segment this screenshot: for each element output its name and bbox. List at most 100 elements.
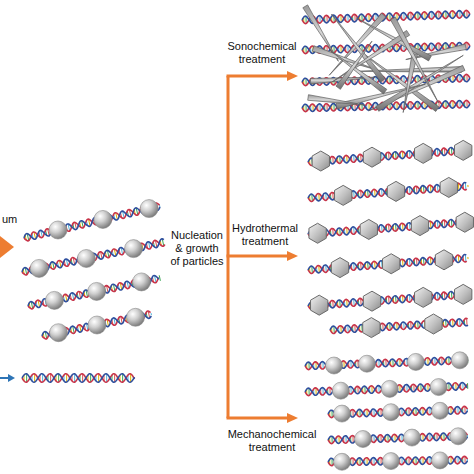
needle-particles [302, 5, 470, 113]
hexagonal-particles [308, 140, 473, 337]
dna-strand [330, 319, 468, 333]
sphere-particle [432, 402, 449, 419]
sphere-particle [133, 273, 151, 291]
hexagon-particle [383, 254, 400, 274]
sphere-particle [326, 357, 343, 374]
hexagon-particle [331, 258, 348, 278]
needle-particle [332, 30, 410, 82]
hexagon-particle [309, 223, 326, 243]
sphere-particle [451, 352, 468, 369]
sphere-particle [334, 453, 351, 470]
base-pair [151, 313, 152, 315]
hexagon-particle [415, 287, 432, 307]
sphere-particle [127, 308, 145, 326]
needle-particle [390, 17, 438, 103]
dna-helix [330, 318, 468, 333]
sphere-particle [381, 380, 398, 397]
hexagon-particle [387, 181, 404, 201]
hexagon-particle [415, 143, 432, 163]
needle-particle [336, 41, 372, 89]
dna-strand [328, 432, 467, 443]
input-arrow [0, 236, 14, 258]
base-pair [159, 275, 160, 281]
hexagon-particle [455, 284, 472, 304]
hexagon-particle [360, 219, 377, 239]
dna-strand [22, 374, 135, 382]
hexagon-particle [411, 216, 428, 236]
treatment-label: Sonochemical treatment [226, 40, 298, 66]
dna-strand [308, 291, 467, 309]
branch-arrow [227, 255, 290, 258]
dna-arrow [0, 377, 9, 379]
dna-helix [328, 432, 467, 444]
sphere-particle [125, 240, 143, 258]
branch-arrow-head [287, 251, 298, 261]
hexagon-particle [456, 212, 473, 232]
hexagon-particle [363, 147, 380, 167]
sphere-particle [432, 452, 449, 469]
sphere-particle [49, 221, 67, 239]
branch-arrow [227, 417, 290, 420]
needle-particle [308, 95, 365, 105]
dna-strand [308, 147, 467, 165]
hexagon-particle [425, 314, 442, 334]
dna-strand [308, 219, 466, 237]
dna-helix [308, 218, 468, 237]
sphere-particle [88, 282, 106, 300]
dna-strand [308, 291, 466, 309]
hexagon-particle [455, 140, 472, 160]
hexagon-particle [363, 318, 380, 338]
sphere-particle [383, 404, 400, 421]
sphere-particle [140, 200, 158, 218]
cut-label: um [2, 213, 42, 226]
treatment-label: Hydrothermal treatment [229, 222, 301, 248]
dna-helix [308, 146, 468, 165]
branch-trunk [227, 76, 230, 418]
dna-helix [24, 203, 160, 241]
dna-helix [22, 374, 135, 383]
sphere-particle [30, 259, 48, 277]
sphere-particle [450, 428, 467, 445]
precursor-cluster [0, 200, 165, 383]
dna-arrow-head [8, 374, 15, 382]
branch-arrow [227, 75, 290, 78]
sphere-particle [77, 250, 95, 268]
dna-strand [308, 147, 466, 165]
sphere-particle [332, 382, 349, 399]
hexagon-particle [435, 250, 452, 270]
sphere-particle [94, 210, 112, 228]
sphere-particle [45, 291, 63, 309]
dna-strand [24, 205, 160, 240]
base-pair [467, 257, 468, 259]
spherical-particles [305, 352, 468, 471]
sphere-particle [358, 355, 375, 372]
dna-strand [22, 374, 135, 382]
dna-strand [330, 318, 468, 333]
sphere-particle [404, 429, 421, 446]
dna-helix [308, 290, 468, 309]
base-pair [467, 185, 468, 187]
branch-arrow-head [287, 71, 298, 81]
hexagon-particle [363, 291, 380, 311]
sphere-particle [383, 453, 400, 470]
hexagon-particle [311, 295, 328, 315]
base-pair [467, 383, 468, 389]
sphere-particle [430, 379, 447, 396]
branch-arrow-head [287, 413, 298, 423]
treatment-label: Mechanochemical treatment [224, 428, 320, 454]
needle-particle [376, 55, 463, 111]
hexagon-particle [440, 177, 457, 197]
hexagon-particle [312, 151, 329, 171]
sphere-particle [407, 353, 424, 370]
sphere-particle [334, 405, 351, 422]
process-label: Nucleation & growth of particles [170, 229, 224, 268]
sphere-particle [50, 324, 68, 342]
sphere-particle [88, 316, 106, 334]
dna-strand [24, 203, 160, 241]
dna-strand [308, 219, 467, 237]
hexagon-particle [335, 185, 352, 205]
sphere-particle [355, 431, 372, 448]
